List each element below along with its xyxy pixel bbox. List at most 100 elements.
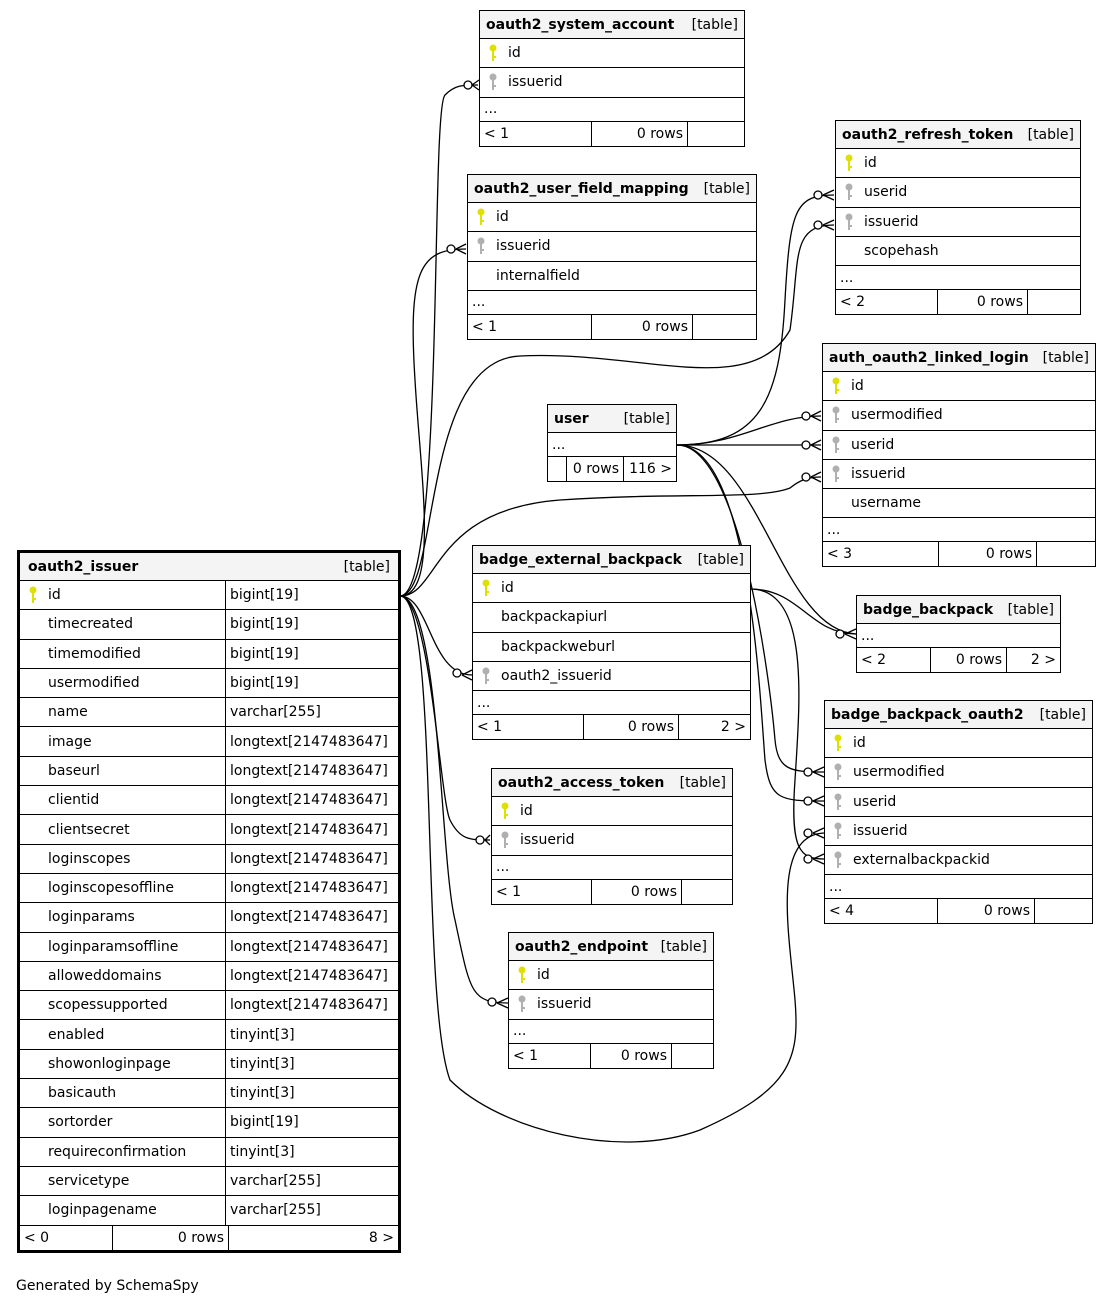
column-name: scopessupported — [46, 991, 226, 1020]
column-row: userid — [825, 788, 1092, 817]
children-count — [1028, 290, 1080, 314]
table-auth-oauth2-linked-login: auth_oauth2_linked_login [table] id userm… — [822, 343, 1096, 568]
children-count — [682, 880, 732, 904]
column-name: issuerid — [864, 213, 919, 230]
ellipsis-row: ... — [836, 266, 1080, 291]
column-name: id — [46, 581, 226, 610]
row-count: 0 rows — [567, 457, 624, 481]
table-name: auth_oauth2_linked_login — [829, 349, 1029, 366]
parents-count: < 0 — [20, 1225, 113, 1250]
column-type: varchar[255] — [230, 1173, 321, 1190]
parents-count: < 1 — [468, 314, 592, 339]
column-type: tinyint[3] — [230, 1085, 295, 1102]
foreign-key-icon — [480, 73, 506, 91]
column-type: longtext[2147483647] — [230, 792, 388, 809]
column-row: id — [509, 961, 713, 991]
column-row: issuerid — [468, 232, 756, 262]
edge-external-backpack-badge-backpack — [749, 588, 857, 635]
table-type: [table] — [703, 180, 750, 197]
column-type: tinyint[3] — [230, 1143, 295, 1160]
primary-key-icon — [480, 44, 506, 62]
column-name: usermodified — [851, 407, 943, 424]
edge-external-backpack-backpack-oauth2 — [749, 588, 825, 860]
column-name: issuerid — [851, 466, 906, 483]
foreign-key-icon — [473, 667, 499, 685]
table-badge-external-backpack: badge_external_backpack[table] id backpa… — [472, 545, 751, 741]
column-type: bigint[19] — [230, 1114, 299, 1131]
children-count: 2 > — [720, 719, 746, 736]
column-row: username — [823, 489, 1095, 519]
primary-key-icon — [836, 154, 862, 172]
foreign-key-icon — [825, 793, 851, 811]
column-row: scopehash — [836, 237, 1080, 267]
column-name: issuerid — [537, 996, 592, 1013]
table-type: [table] — [623, 410, 670, 427]
foreign-key-icon — [836, 183, 862, 201]
table-oauth2-endpoint: oauth2_endpoint[table] id issuerid ... <… — [508, 932, 714, 1069]
row-count: 0 rows — [938, 290, 1028, 315]
column-row: id — [823, 372, 1095, 402]
children-count: 8 > — [368, 1229, 394, 1246]
edge-issuer-external-backpack — [399, 595, 473, 676]
table-type: [table] — [1042, 349, 1089, 366]
column-name: loginscopesoffline — [46, 873, 226, 903]
column-name: externalbackpackid — [853, 852, 990, 869]
column-name: id — [537, 967, 550, 984]
row-count: 0 rows — [592, 879, 682, 904]
foreign-key-icon — [823, 436, 849, 454]
foreign-key-icon — [468, 237, 494, 255]
column-name: clientsecret — [46, 815, 226, 844]
row-count: 0 rows — [939, 542, 1037, 567]
foreign-key-icon — [825, 851, 851, 869]
ellipsis-row: ... — [480, 98, 744, 122]
foreign-key-icon — [836, 213, 862, 231]
column-name: showonloginpage — [46, 1049, 226, 1079]
table-type: [table] — [343, 558, 390, 575]
column-row: id — [825, 729, 1092, 759]
ellipsis-row: ... — [509, 1020, 713, 1044]
primary-key-icon — [468, 208, 494, 226]
column-row: id — [473, 574, 750, 604]
table-name: oauth2_system_account — [486, 16, 675, 33]
column-type: bigint[19] — [230, 645, 299, 662]
row-count: 0 rows — [931, 648, 1007, 672]
children-count — [688, 122, 744, 146]
foreign-key-icon — [825, 822, 851, 840]
column-name: baseurl — [46, 756, 226, 786]
table-type: [table] — [660, 938, 707, 955]
table-name: oauth2_issuer — [28, 558, 139, 575]
column-type: longtext[2147483647] — [230, 968, 388, 984]
primary-key-icon — [473, 579, 499, 597]
primary-key-icon — [825, 734, 851, 752]
column-type: bigint[19] — [230, 675, 299, 692]
column-name: loginpagename — [46, 1196, 226, 1225]
column-row: backpackapiurl — [473, 603, 750, 633]
column-type: longtext[2147483647] — [230, 762, 388, 779]
column-type: longtext[2147483647] — [230, 821, 388, 838]
foreign-key-icon — [509, 995, 535, 1013]
column-name: id — [853, 735, 866, 752]
table-name: oauth2_user_field_mapping — [474, 180, 689, 197]
table-name: badge_backpack — [863, 601, 994, 618]
parents-count — [548, 457, 567, 481]
column-name: requireconfirmation — [46, 1137, 226, 1166]
ellipsis-row: ... — [492, 856, 732, 880]
